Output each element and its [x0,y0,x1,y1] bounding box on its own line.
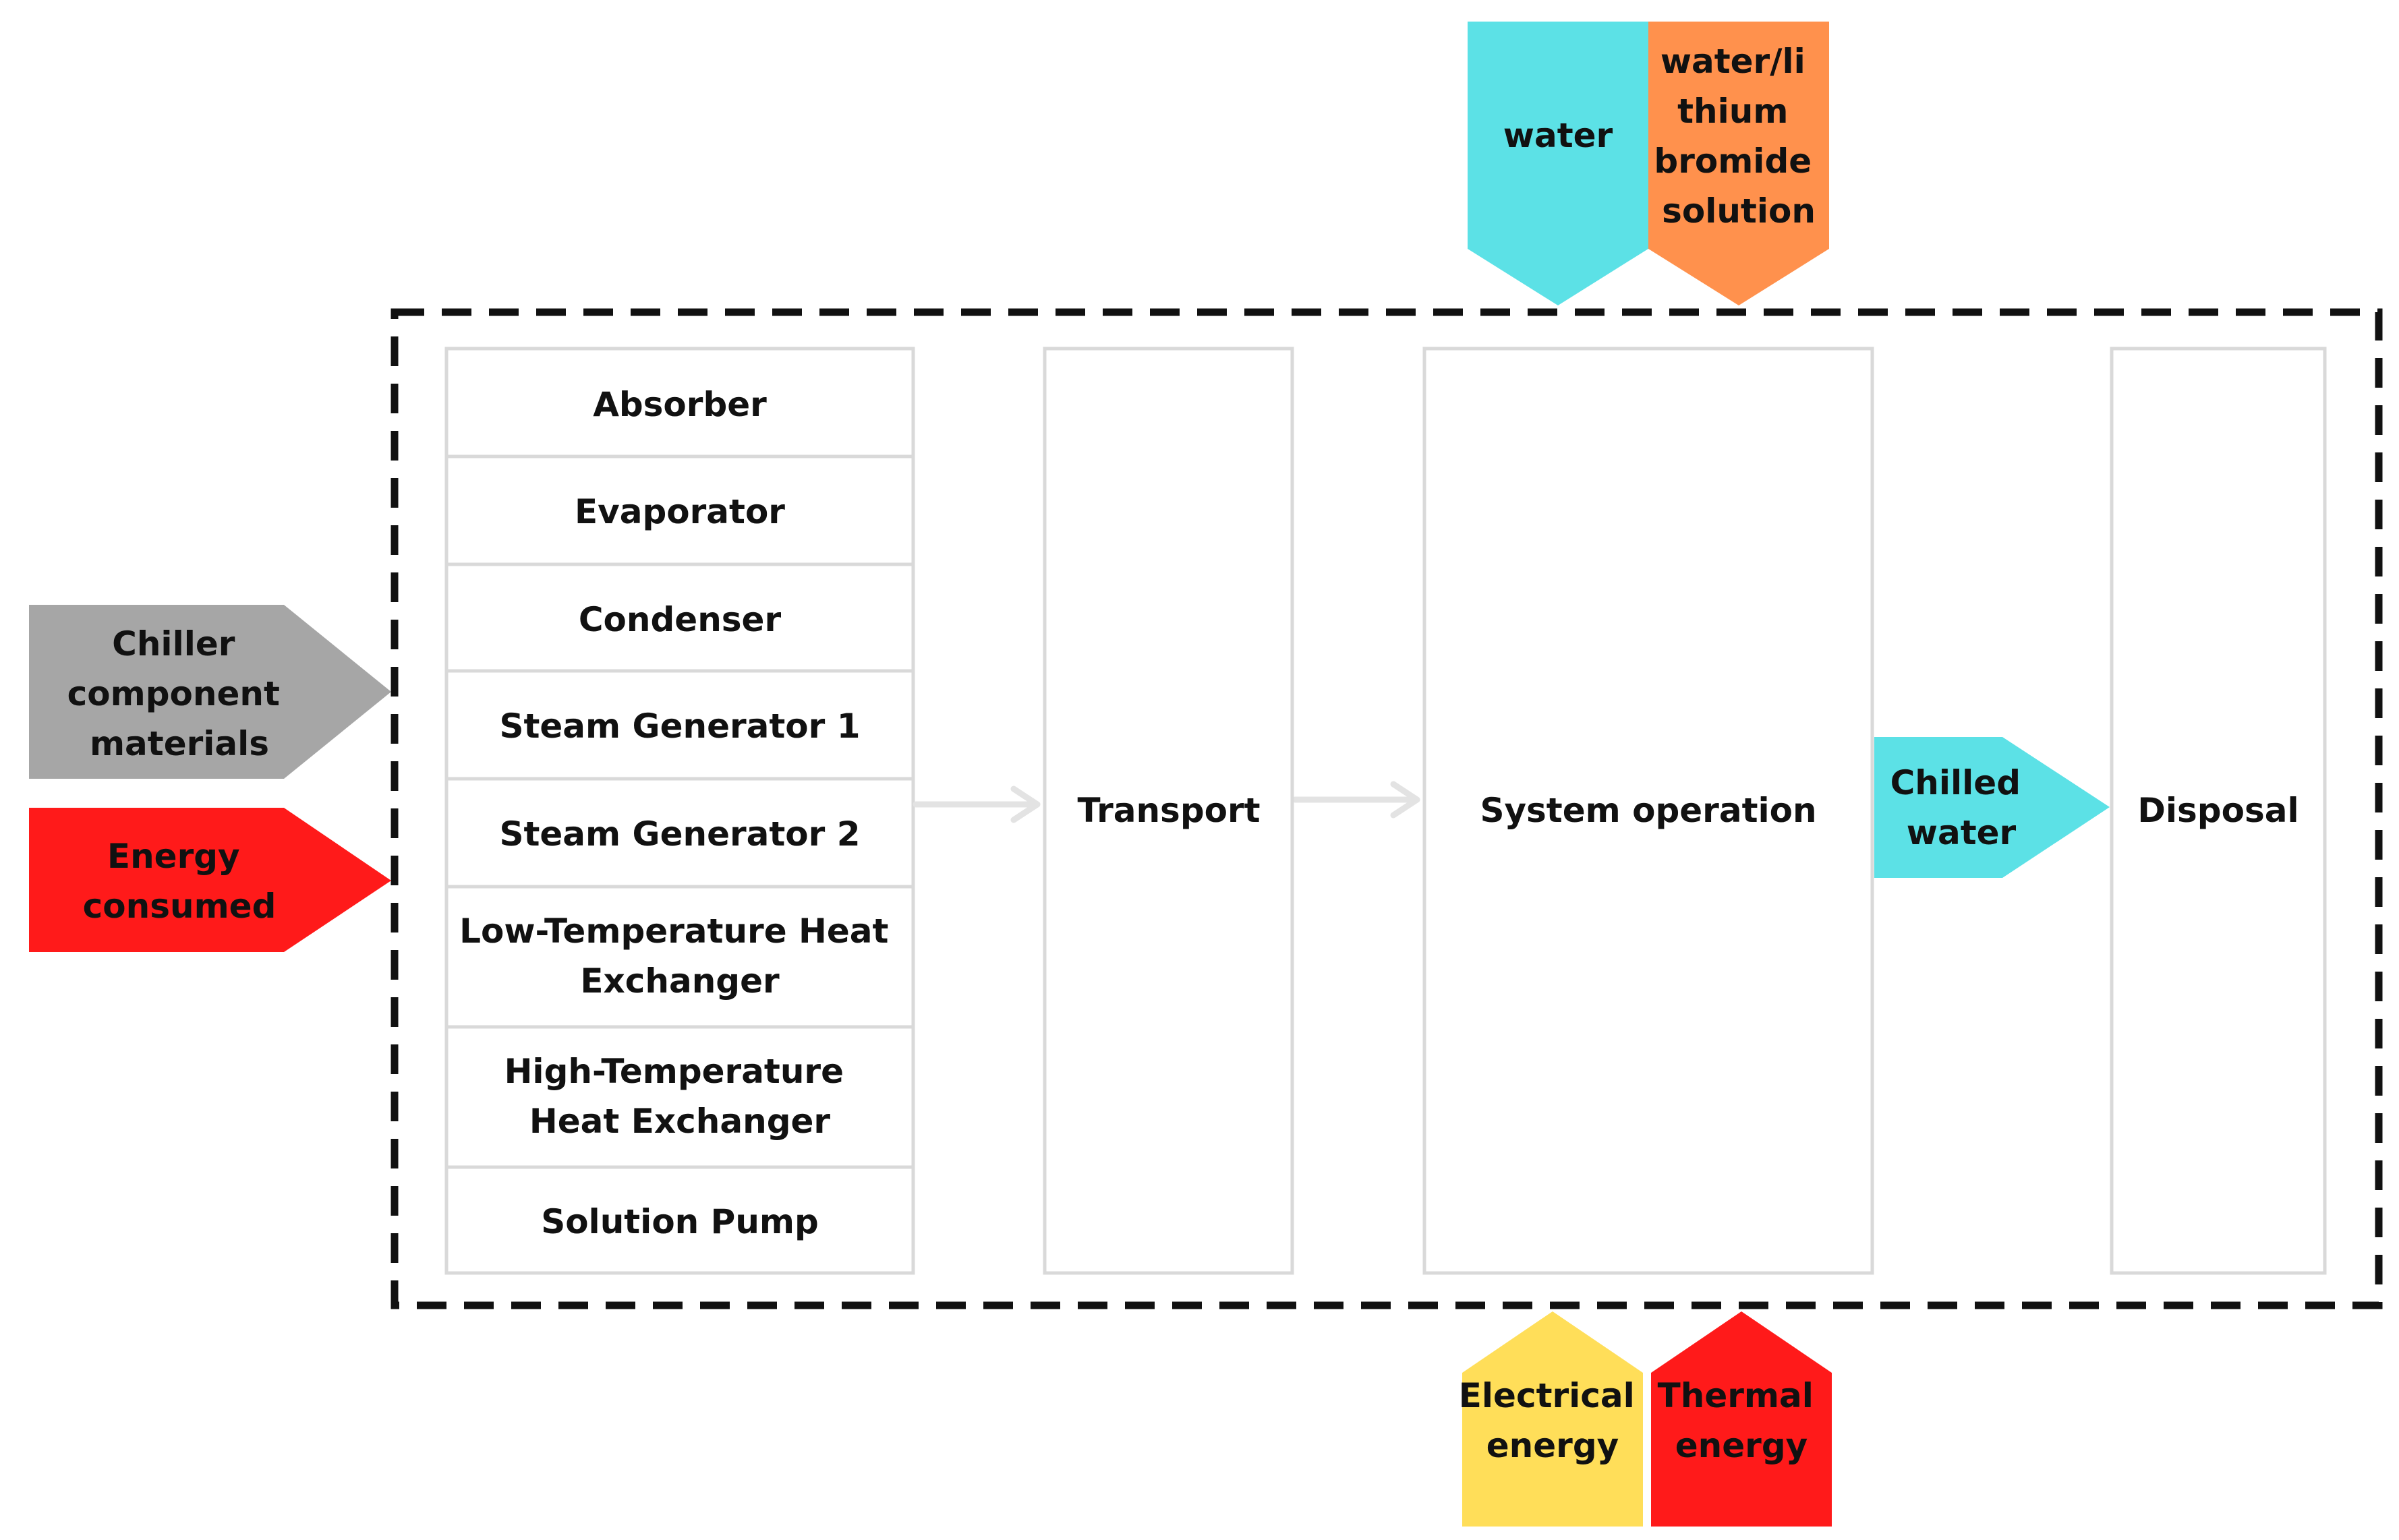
electrical-energy-input-arrow [1462,1311,1643,1527]
system-operation-stage-label: System operation [1480,791,1816,830]
component-high-temp-hx-box [444,1025,915,1169]
disposal-stage-label: Disposal [2137,791,2299,830]
component-steam-generator-1-label: Steam Generator 1 [499,707,860,746]
component-steam-generator-2-box [444,777,915,889]
component-high-temp-hx-label: High-Temperature Heat Exchanger [504,1052,856,1141]
component-low-temp-hx-label: Low-Temperature Heat Exchanger [459,912,900,1001]
components-to-transport-arrow [913,786,1041,823]
component-condenser-label: Condenser [579,600,782,639]
system-operation-stage-box [1422,347,1874,1275]
thermal-energy-input-label: Thermal energy [1658,1376,1826,1465]
water-input-arrow [1468,22,1648,305]
chilled-water-output-label: Chilled water [1890,763,2033,852]
component-stack [444,347,915,1275]
disposal-stage-box [2110,347,2327,1275]
component-steam-generator-1-box [444,669,915,781]
component-steam-generator-2-label: Steam Generator 2 [499,815,860,854]
chiller-materials-input-arrow [29,605,391,779]
transport-to-operation-arrow [1292,781,1420,819]
component-absorber-box [444,347,915,458]
thermal-energy-input-arrow [1651,1311,1832,1527]
component-low-temp-hx-box [444,885,915,1029]
libr-solution-input-arrow [1648,22,1829,305]
chilled-water-output-arrow [1874,737,2110,878]
component-solution-pump-label: Solution Pump [541,1202,819,1241]
water-input-label: water [1503,116,1613,155]
transport-stage-box [1043,347,1294,1275]
component-evaporator-box [444,454,915,566]
electrical-energy-input-label: Electrical energy [1459,1376,1646,1465]
transport-stage-label: Transport [1077,791,1260,830]
component-solution-pump-box [444,1165,915,1275]
energy-consumed-input-label: Energy consumed [83,837,277,926]
libr-solution-input-label: water/li thium bromide solution [1654,42,1823,231]
chiller-materials-input-label: Chiller component materials [67,624,292,763]
system-boundary [391,308,2383,1309]
energy-consumed-input-arrow [29,808,391,952]
component-evaporator-label: Evaporator [575,492,785,531]
component-absorber-label: Absorber [593,385,767,424]
